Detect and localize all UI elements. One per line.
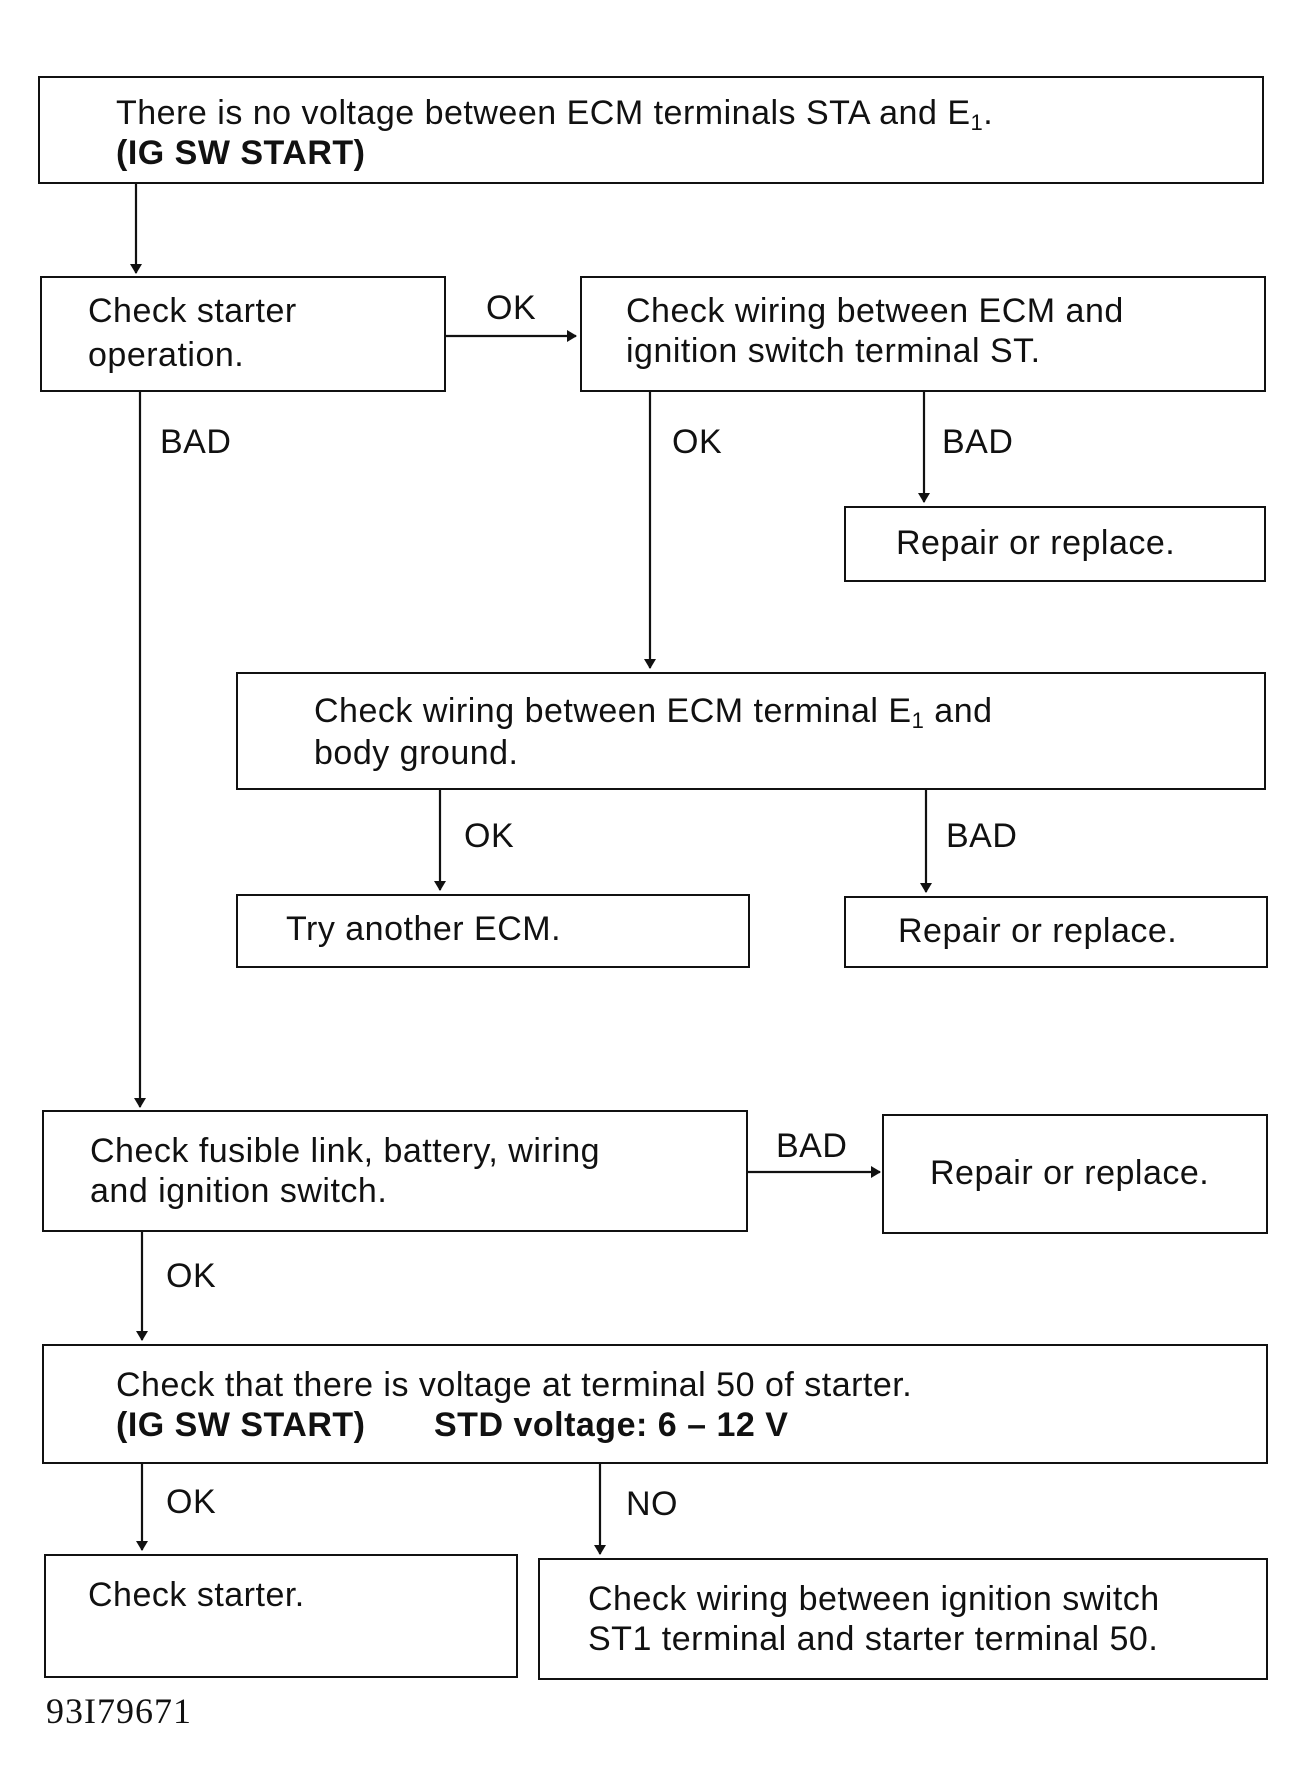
- label-ok-wiring-st: OK: [672, 423, 723, 461]
- repair-or-replace-text-3: Repair or replace.: [930, 1154, 1210, 1192]
- start-condition-box: [38, 76, 1264, 184]
- check-fusible-link-line2: and ignition switch.: [90, 1172, 388, 1210]
- label-ok-fusible: OK: [166, 1257, 217, 1295]
- repair-or-replace-box-2: [844, 896, 1268, 968]
- check-terminal-50-voltage-box: [42, 1344, 1268, 1464]
- check-wiring-ecm-st-line1: Check wiring between ECM and: [626, 292, 1124, 330]
- check-fusible-link-box: [42, 1110, 748, 1232]
- repair-or-replace-text-1: Repair or replace.: [896, 524, 1176, 562]
- std-voltage-label: STD voltage: 6 – 12 V: [434, 1406, 789, 1444]
- figure-code: 93I79671: [46, 1691, 192, 1731]
- label-bad-fusible: BAD: [776, 1127, 848, 1165]
- check-terminal-50-voltage-line1: Check that there is voltage at terminal …: [116, 1366, 913, 1404]
- try-another-ecm-box: [236, 894, 750, 968]
- check-fusible-link-line1: Check fusible link, battery, wiring: [90, 1132, 601, 1170]
- label-bad-starter: BAD: [160, 423, 232, 461]
- check-starter-operation-line1: Check starter: [88, 292, 297, 330]
- label-bad-wiring-st: BAD: [942, 423, 1014, 461]
- check-starter-text: Check starter.: [88, 1576, 305, 1614]
- label-bad-e1: BAD: [946, 817, 1018, 855]
- check-wiring-e1-box: [236, 672, 1266, 790]
- check-wiring-st1-box: [538, 1558, 1268, 1680]
- ig-sw-start-label: (IG SW START): [116, 1406, 366, 1444]
- label-ok-starter: OK: [486, 289, 537, 327]
- try-another-ecm-text: Try another ECM.: [286, 910, 562, 948]
- check-starter-box: [44, 1554, 518, 1678]
- check-wiring-ecm-st-box: [580, 276, 1266, 392]
- check-wiring-st1-line2: ST1 terminal and starter terminal 50.: [588, 1620, 1159, 1658]
- check-starter-operation-box: [40, 276, 446, 392]
- repair-or-replace-box-1: [844, 506, 1266, 582]
- repair-or-replace-box-3: [882, 1114, 1268, 1234]
- label-ok-terminal-50: OK: [166, 1483, 217, 1521]
- check-wiring-ecm-st-line2: ignition switch terminal ST.: [626, 332, 1041, 370]
- check-starter-operation-line2: operation.: [88, 336, 245, 374]
- check-wiring-e1-line2: body ground.: [314, 734, 519, 772]
- start-condition-line2: (IG SW START): [116, 134, 366, 172]
- label-no-terminal-50: NO: [626, 1485, 678, 1523]
- repair-or-replace-text-2: Repair or replace.: [898, 912, 1178, 950]
- check-wiring-st1-line1: Check wiring between ignition switch: [588, 1580, 1160, 1618]
- check-wiring-e1-line1: Check wiring between ECM terminal E1 and: [314, 692, 993, 733]
- start-condition-line1: There is no voltage between ECM terminal…: [116, 94, 994, 135]
- label-ok-e1: OK: [464, 817, 515, 855]
